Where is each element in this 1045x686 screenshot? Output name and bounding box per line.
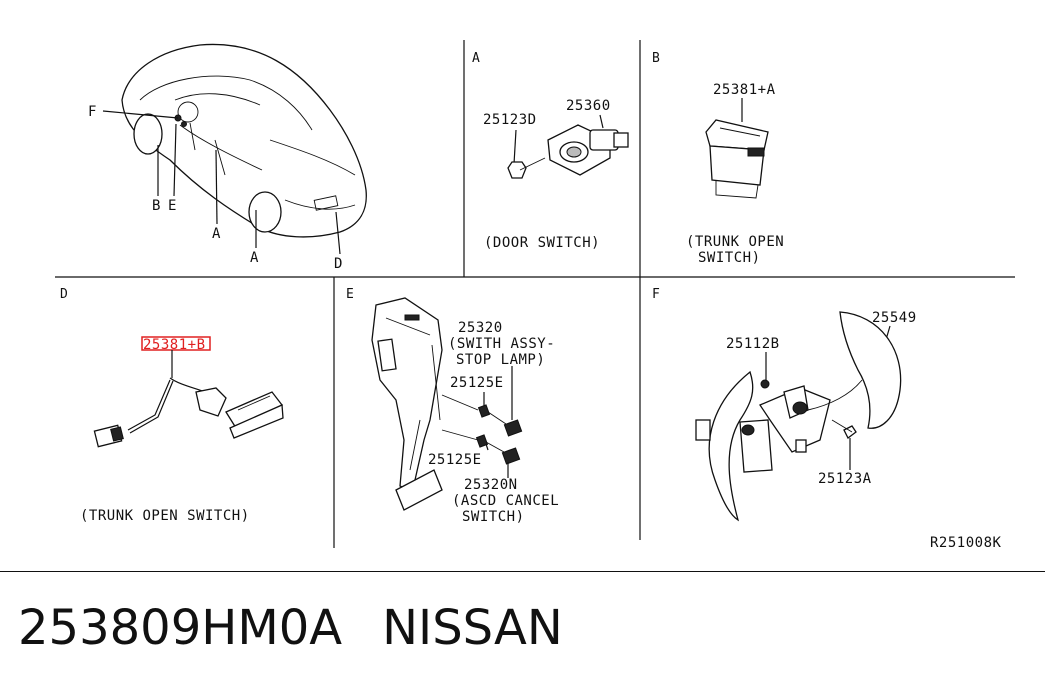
footer-caption: 253809HM0A NISSAN xyxy=(18,596,563,666)
part-label-25320-desc-line1: (SWITH ASSY- xyxy=(448,336,555,352)
part-label-25123d: 25123D xyxy=(483,112,537,128)
trunk-switch-b-drawing xyxy=(705,98,769,199)
car-callout-b: B xyxy=(152,198,161,214)
part-label-25320n-desc-line1: (ASCD CANCEL xyxy=(452,493,559,509)
part-label-25112b: 25112B xyxy=(726,336,780,352)
grid-lines xyxy=(55,40,1015,548)
trunk-switch-d-caption: (TRUNK OPEN SWITCH) xyxy=(80,508,250,524)
paddle-shifter-drawing xyxy=(695,311,902,522)
part-label-25381-b: 25381+B xyxy=(143,337,206,353)
stop-lamp-switch-drawing xyxy=(475,366,523,478)
part-label-25320-desc-line2: STOP LAMP) xyxy=(456,352,545,368)
part-label-25320: 25320 xyxy=(458,320,503,336)
drawing-id: R251008K xyxy=(930,535,1002,551)
trunk-switch-d-drawing xyxy=(93,350,284,448)
parts-diagram: F B E A A D A 25123D 25360 (DOOR SWITCH)… xyxy=(55,40,1015,551)
part-label-25549: 25549 xyxy=(872,310,917,326)
part-label-25125e-1: 25125E xyxy=(450,375,504,391)
pedal-assembly-drawing xyxy=(371,297,479,511)
car-callout-a-1: A xyxy=(212,226,221,242)
footer-divider xyxy=(0,571,1045,572)
part-number: 253809HM0A xyxy=(18,600,343,656)
part-label-25320n-desc-line2: SWITCH) xyxy=(462,509,525,525)
car-callout-f: F xyxy=(88,104,97,120)
door-switch-drawing xyxy=(507,114,629,179)
part-label-25320n: 25320N xyxy=(464,477,518,493)
door-switch-caption: (DOOR SWITCH) xyxy=(484,235,600,251)
trunk-switch-b-caption-line2: SWITCH) xyxy=(698,250,761,266)
brand-name: NISSAN xyxy=(382,600,563,656)
part-label-25125e-2: 25125E xyxy=(428,452,482,468)
section-b-letter: B xyxy=(652,51,660,66)
part-label-25123a: 25123A xyxy=(818,471,872,487)
section-f-letter: F xyxy=(652,287,660,302)
car-callout-d: D xyxy=(334,256,343,272)
section-a-letter: A xyxy=(472,51,480,66)
part-label-25381-a: 25381+A xyxy=(713,82,776,98)
car-callout-a-2: A xyxy=(250,250,259,266)
part-label-25360: 25360 xyxy=(566,98,611,114)
trunk-switch-b-caption-line1: (TRUNK OPEN xyxy=(686,234,784,250)
part-label-highlight-box xyxy=(141,336,211,351)
car-overview xyxy=(102,43,367,255)
section-d-letter: D xyxy=(60,287,68,302)
section-e-letter: E xyxy=(346,287,354,302)
car-callout-e: E xyxy=(168,198,177,214)
